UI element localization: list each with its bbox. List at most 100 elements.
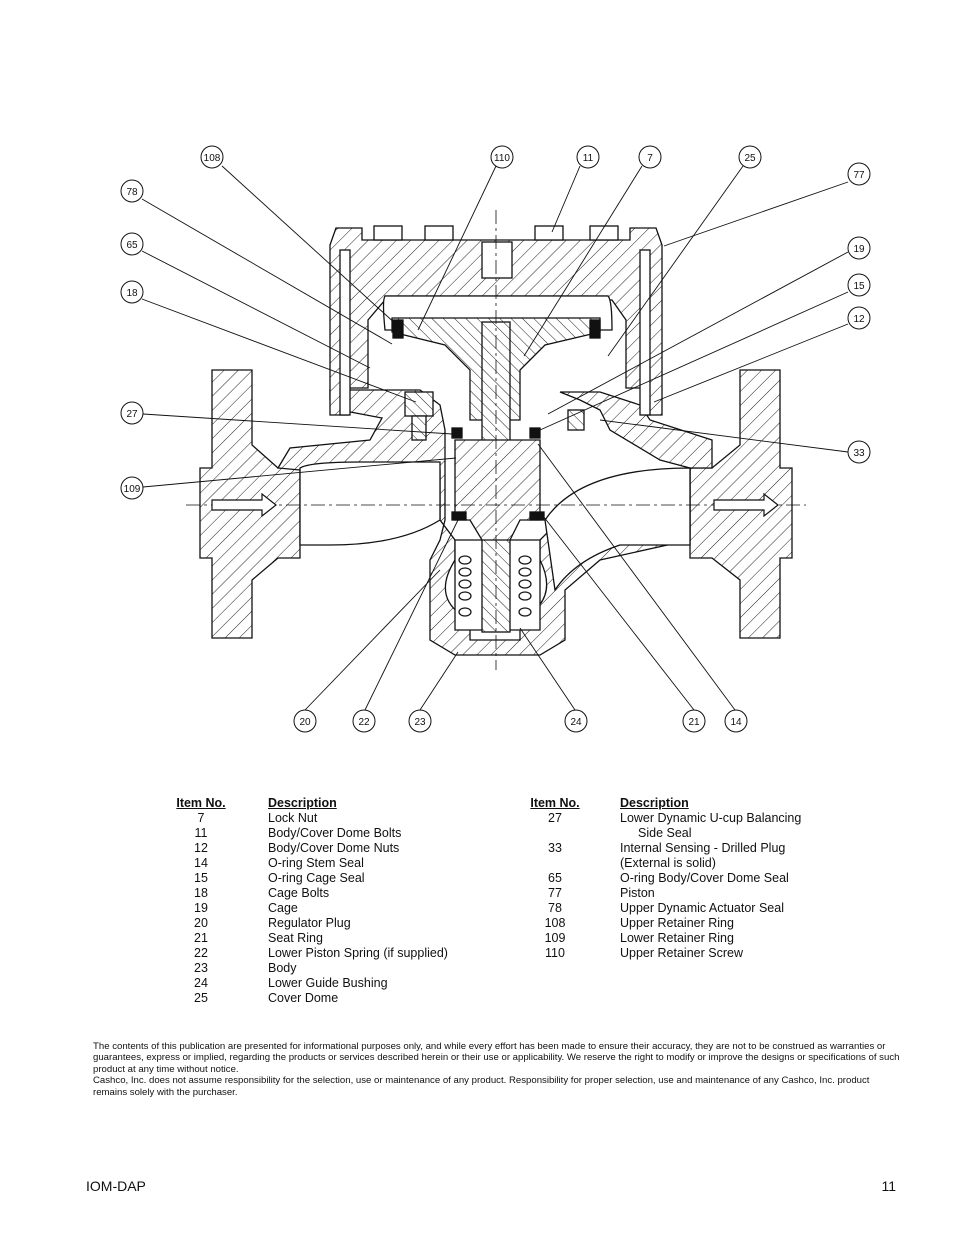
- table-row-item-no: 25: [194, 991, 208, 1005]
- valve-cross-section-drawing: 108 110 11 7 25 77 78 65 18 19 15 12 27 …: [120, 145, 871, 733]
- svg-text:109: 109: [124, 484, 141, 495]
- table-row-item-no: 19: [194, 901, 208, 915]
- svg-text:7: 7: [647, 153, 653, 164]
- table-row-description: Regulator Plug: [268, 916, 508, 931]
- flow-arrow-inlet: [211, 492, 277, 518]
- table-row-item-no: 65: [548, 871, 562, 885]
- cover-dome: [329, 225, 663, 416]
- table-row-description: Internal Sensing - Drilled Plug(External…: [620, 841, 860, 871]
- description-line: O-ring Body/Cover Dome Seal: [620, 871, 789, 885]
- disclaimer: The contents of this publication are pre…: [93, 1041, 901, 1098]
- svg-text:108: 108: [204, 153, 221, 164]
- callout-15: 15: [847, 273, 871, 297]
- svg-text:25: 25: [744, 153, 756, 164]
- description-line: Internal Sensing - Drilled Plug: [620, 841, 786, 855]
- table-row-description: Piston: [620, 886, 860, 901]
- table-row-item-no: 24: [194, 976, 208, 990]
- description-line: Upper Retainer Screw: [620, 946, 743, 960]
- description-line: Upper Retainer Ring: [620, 916, 734, 930]
- description-line: Lower Piston Spring (if supplied): [268, 946, 448, 960]
- callout-27: 27: [120, 401, 144, 425]
- svg-text:110: 110: [494, 153, 510, 164]
- callout-65: 65: [120, 232, 144, 256]
- svg-text:11: 11: [583, 153, 594, 164]
- callout-33: 33: [847, 440, 871, 464]
- svg-text:21: 21: [688, 717, 700, 728]
- table-row-item-no: 77: [548, 886, 562, 900]
- callout-20: 20: [293, 709, 317, 733]
- callout-77: 77: [847, 162, 871, 186]
- callout-14: 14: [724, 709, 748, 733]
- table-row-description: Upper Dynamic Actuator Seal: [620, 901, 860, 916]
- callout-78: 78: [120, 179, 144, 203]
- table-row-item-no: 23: [194, 961, 208, 975]
- table-header-item-no: Item No.: [176, 796, 226, 810]
- table-row-description: Lower Retainer Ring: [620, 931, 860, 946]
- table-row-description: Upper Retainer Screw: [620, 946, 860, 961]
- table-row-description: Cage Bolts: [268, 886, 508, 901]
- description-line: Lower Guide Bushing: [268, 976, 388, 990]
- description-line: Lock Nut: [268, 811, 318, 825]
- table-row-description: Body: [268, 961, 508, 976]
- disclaimer-paragraph: Cashco, Inc. does not assume responsibil…: [93, 1075, 870, 1098]
- page-number: 11: [881, 1178, 896, 1194]
- table-row-item-no: 22: [194, 946, 208, 960]
- callout-24: 24: [564, 709, 588, 733]
- svg-text:19: 19: [853, 244, 865, 255]
- callout-22: 22: [352, 709, 376, 733]
- table-row-description: Lock Nut: [268, 811, 508, 826]
- svg-text:23: 23: [414, 717, 426, 728]
- table-row-item-no: 7: [197, 811, 205, 825]
- table-header-description: Description: [268, 796, 337, 810]
- svg-text:65: 65: [126, 240, 138, 251]
- description-line: Upper Dynamic Actuator Seal: [620, 901, 784, 915]
- flow-arrow-outlet: [713, 492, 779, 518]
- description-line: Seat Ring: [268, 931, 323, 945]
- callout-7: 7: [638, 145, 662, 169]
- description-line: Cage: [268, 901, 298, 915]
- table-row-item-no: 18: [194, 886, 208, 900]
- description-line: Regulator Plug: [268, 916, 351, 930]
- description-line: Cage Bolts: [268, 886, 330, 900]
- table-row-item-no: 108: [544, 916, 566, 930]
- description-line: O-ring Cage Seal: [268, 871, 365, 885]
- table-row-description: Upper Retainer Ring: [620, 916, 860, 931]
- table-row-item-no: 20: [194, 916, 208, 930]
- table-row-description: Body/Cover Dome Bolts: [268, 826, 508, 841]
- table-row-item-no: 12: [194, 841, 208, 855]
- table-row-description: O-ring Cage Seal: [268, 871, 508, 886]
- svg-text:20: 20: [299, 717, 311, 728]
- callout-21: 21: [682, 709, 706, 733]
- description-line: Lower Dynamic U-cup Balancing: [620, 811, 802, 825]
- table-row-item-no: 110: [545, 946, 565, 960]
- svg-text:15: 15: [853, 281, 865, 292]
- table-row-item-no: 109: [544, 931, 566, 945]
- table-row-item-no: 78: [548, 901, 562, 915]
- svg-text:78: 78: [126, 187, 138, 198]
- table-row-item-no: 27: [548, 811, 562, 825]
- table-row-item-no: 11: [194, 826, 208, 840]
- description-line: Body: [268, 961, 297, 975]
- table-row-item-no: 15: [194, 871, 208, 885]
- table-row-item-no: 33: [548, 841, 562, 855]
- callout-23: 23: [408, 709, 432, 733]
- description-line: Cover Dome: [268, 991, 339, 1005]
- callout-18: 18: [120, 280, 144, 304]
- description-line-continued: (External is solid): [620, 856, 716, 870]
- disclaimer-paragraph: The contents of this publication are pre…: [93, 1041, 900, 1075]
- svg-text:22: 22: [358, 717, 370, 728]
- callout-11: 11: [576, 145, 600, 169]
- center-lines: [186, 210, 806, 670]
- description-line: Body/Cover Dome Bolts: [268, 826, 402, 840]
- table-row-description: O-ring Stem Seal: [268, 856, 508, 871]
- table-header-item-no: Item No.: [530, 796, 580, 810]
- table-row-description: Cage: [268, 901, 508, 916]
- table-row-description: Body/Cover Dome Nuts: [268, 841, 508, 856]
- table-row-description: Lower Piston Spring (if supplied): [268, 946, 508, 961]
- callout-19: 19: [847, 236, 871, 260]
- svg-text:77: 77: [853, 170, 865, 181]
- description-line: Lower Retainer Ring: [620, 931, 734, 945]
- svg-text:14: 14: [730, 717, 742, 728]
- svg-text:27: 27: [126, 409, 138, 420]
